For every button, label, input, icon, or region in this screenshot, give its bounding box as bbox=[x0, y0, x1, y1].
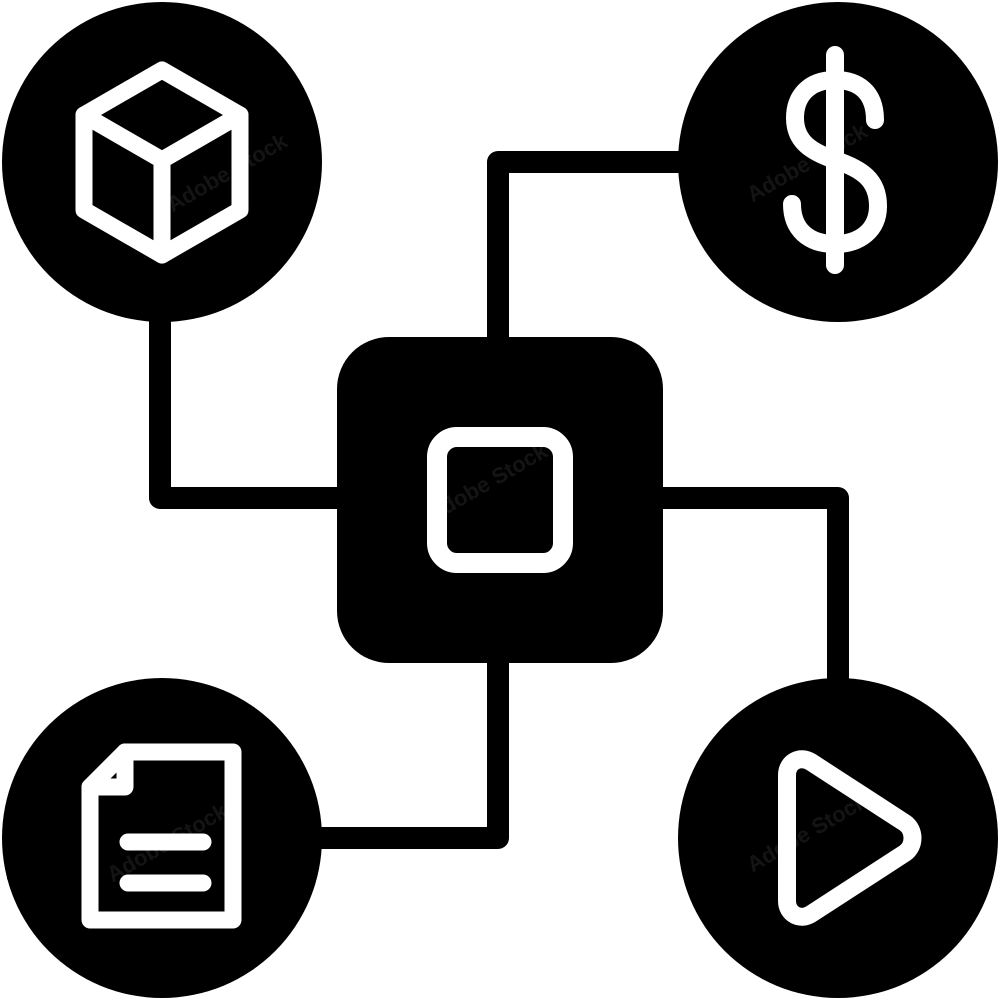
cube-node bbox=[2, 2, 322, 322]
chip-node bbox=[337, 337, 663, 663]
connector-cube-chip bbox=[149, 289, 351, 509]
connector-lines bbox=[149, 151, 849, 849]
connector-chip-dollar bbox=[487, 151, 701, 351]
play-node bbox=[678, 678, 998, 998]
square-chip-icon bbox=[427, 427, 573, 573]
connector-chip-document bbox=[299, 649, 509, 849]
document-node bbox=[2, 678, 322, 998]
dollar-node bbox=[678, 2, 998, 322]
play-icon bbox=[778, 750, 922, 926]
connector-chip-play bbox=[649, 487, 849, 701]
document-icon bbox=[81, 743, 242, 929]
stock-id-label: 731103460 bbox=[4, 801, 21, 880]
cube-icon bbox=[75, 61, 249, 264]
dollar-icon bbox=[783, 46, 887, 274]
